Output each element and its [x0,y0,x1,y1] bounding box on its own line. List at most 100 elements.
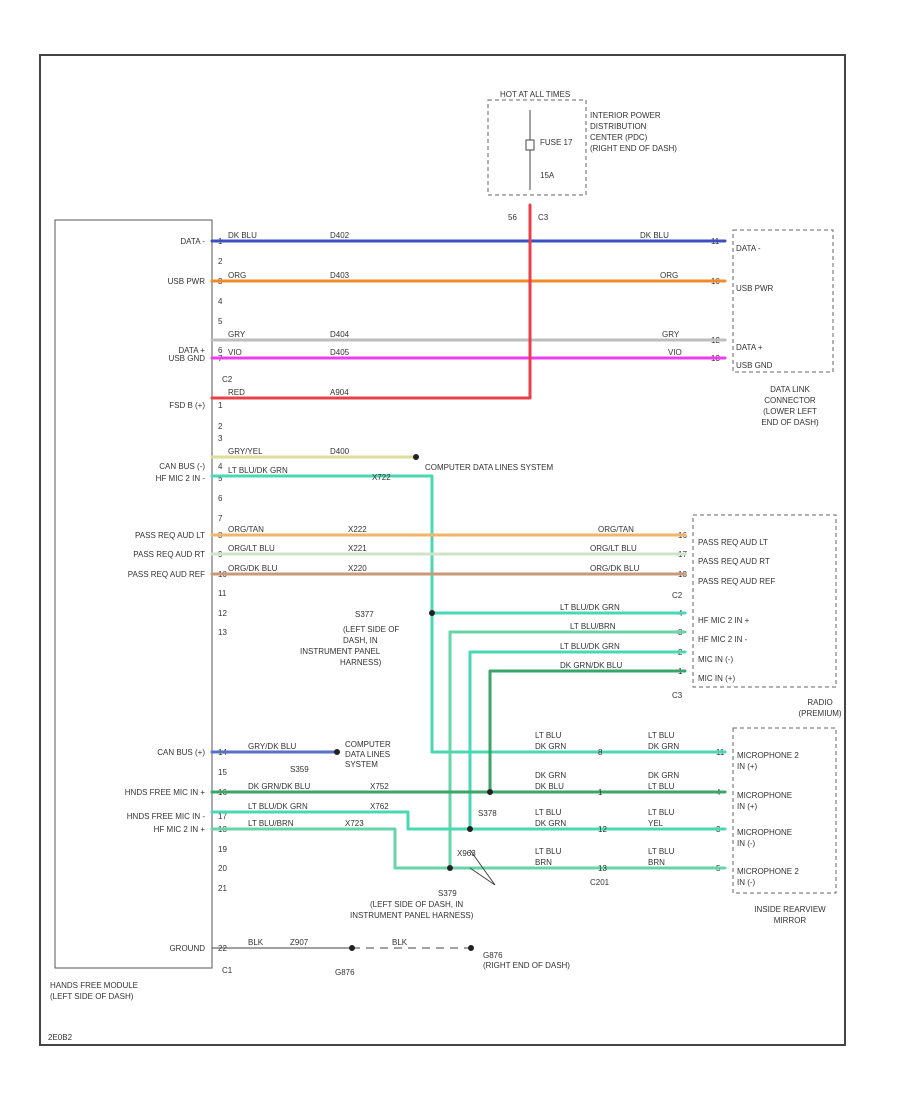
radio-pin-label: HF MIC 2 IN + [698,616,750,625]
pdc-pin-b: C3 [538,213,549,222]
wire-color-label: VIO [228,348,242,357]
module-pin-number: 2 [218,422,223,431]
wire-color-label: LT BLU/BRN [248,819,294,828]
mirror-box [732,727,837,894]
connection-dot [413,454,419,460]
splice-dot-s377 [429,610,435,616]
module-pin-number: 6 [218,494,223,503]
fuse-label: FUSE 17 [540,138,573,147]
connector-c2: C2 [222,375,233,384]
wire-color-label: VIO [668,348,682,357]
radio-pin-label: MIC IN (+) [698,674,735,683]
wire-circuit-label: X221 [348,544,367,553]
dlc-pin-label: DATA - [736,244,761,253]
diagram-frame [39,54,846,1046]
radio-connector-c2: C2 [672,591,683,600]
module-pin-number: 5 [218,474,223,483]
wire-circuit-label: Z907 [290,938,309,947]
pdc-pin-a: 56 [508,213,517,222]
splice-s359: S359 [290,765,309,774]
module-pin-label: DATA + [178,346,205,355]
wire-circuit-label: D402 [330,231,350,240]
dlc-pin-label: USB GND [736,361,773,370]
radio-pin-label: HF MIC 2 IN - [698,635,748,644]
wire-color-label: RED [228,388,245,397]
mirror-connector-pin: 1 [598,788,603,797]
hot-label: HOT AT ALL TIMES [500,90,570,99]
module-pin-label: PASS REQ AUD LT [135,531,205,540]
page-id: 2E0B2 [48,1033,73,1042]
mirror-connector-label: C201 [590,878,610,887]
connector-c1: C1 [222,966,233,975]
wire-color-label: BLK [248,938,264,947]
module-pin-number: 5 [218,317,223,326]
dlc-pin-label: USB PWR [736,284,774,293]
module-pin-number: 1 [218,401,223,410]
radio-box [692,514,837,688]
module-pin-number: 13 [218,628,227,637]
shield-label: X963 [457,849,476,858]
shield-drain [469,849,496,886]
fuse-rating: 15A [540,171,555,180]
mirror-connector-pin: 13 [598,864,607,873]
module-pin-label: PASS REQ AUD REF [128,570,205,579]
radio-pin-label: PASS REQ AUD LT [698,538,768,547]
module-pin-label: USB PWR [168,277,206,286]
module-pin-label: HNDS FREE MIC IN + [125,788,206,797]
module-pin-label: CAN BUS (-) [159,462,205,471]
wire-color-label: LT BLU/DK GRN [248,802,308,811]
radio-pin-label: PASS REQ AUD RT [698,557,770,566]
wire-color-label: GRY [662,330,680,339]
module-pin-label: GROUND [169,944,205,953]
wire-color-label: DK BLU [640,231,669,240]
wire-color-label: DK GRN/DK BLU [248,782,310,791]
splice-s378: S378 [478,809,497,818]
wire-circuit-label: D405 [330,348,350,357]
wire-color-label: GRY/YEL [228,447,263,456]
wire-red [210,203,532,400]
module-pin-label: PASS REQ AUD RT [133,550,205,559]
wire-color-label: DK BLU [228,231,257,240]
module-pin-number: 15 [218,768,227,777]
wire-lt-blu-brn [210,827,727,870]
module-name: HANDS FREE MODULE [50,981,138,990]
wire-color-label: ORG/LT BLU [590,544,637,553]
ref-computer-data-1: COMPUTER DATA LINES SYSTEM [425,463,554,472]
wire-circuit-label: X722 [372,473,391,482]
ground-splice-dot [349,945,355,951]
radio-desc: RADIO(PREMIUM) [798,698,841,718]
connection-dot [334,749,340,755]
wire-color-label: LT BLU/DK GRN [560,603,620,612]
splice-dot [467,826,473,832]
wire-color-label: ORG [228,271,246,280]
module-location: (LEFT SIDE OF DASH) [50,992,134,1001]
wire-radio-mic-minus [468,650,687,831]
wire-circuit-label: D400 [330,447,350,456]
fuse-icon [525,139,535,151]
module-pin-number: 3 [218,434,223,443]
module-pin-label: USB GND [169,354,206,363]
wire-color-label: ORG/TAN [598,525,634,534]
wire-color-label: GRY/DK BLU [248,742,297,751]
wire-radio-mic-plus [488,669,687,794]
wire-circuit-label: D404 [330,330,350,339]
pdc-box [487,99,587,196]
wire-circuit-label: X220 [348,564,367,573]
wire-circuit-label: X762 [370,802,389,811]
ground-label: G876 [335,968,355,977]
wire-color-label: ORG/LT BLU [228,544,275,553]
